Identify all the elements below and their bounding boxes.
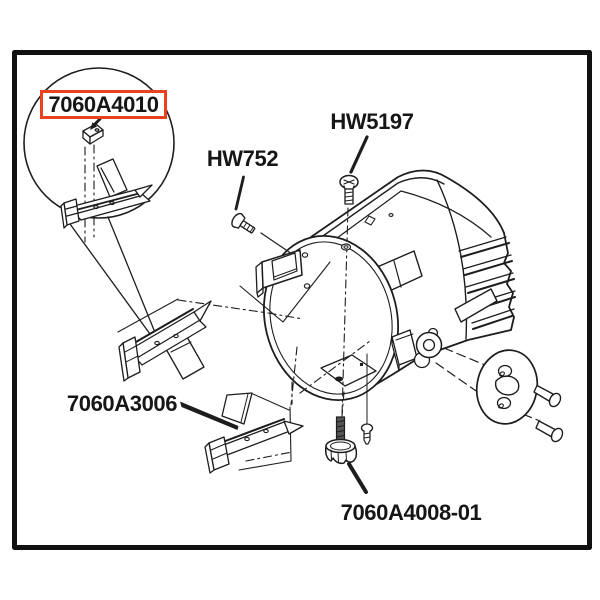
handle-slot-bracket [255,249,311,298]
part-number-text: HW5197 [330,109,414,134]
part-number-text: HW752 [206,146,279,171]
part-number-text: 7060A3006 [66,391,178,416]
part-label-hw5197: HW5197 [322,109,422,135]
pivot-hub [391,327,443,372]
part-label-hw752: HW752 [195,146,290,172]
mount-bracket-leader [180,401,239,430]
side-screw-hw752 [231,175,256,234]
highlight-arrow [90,117,102,130]
detail-assembly-axes [84,144,95,243]
cover-plate [475,349,539,425]
lamp-housing [239,169,516,406]
top-screw-hw5197 [339,135,369,417]
small-screw [360,353,374,445]
part-number-text: 7060A4010 [48,91,159,117]
side-screw-axis [260,232,296,257]
plate-pin-bottom [535,420,564,443]
part-label-7060a3006: 7060A3006 [58,391,186,417]
thumbscrew-knob [325,416,358,465]
detail-bracket-part [60,158,153,229]
part-number-text: 7060A4008-01 [340,500,482,525]
part-label-7060a4008-01: 7060A4008-01 [336,500,486,526]
plate-pin-top [533,384,562,408]
thumbscrew-leader [347,462,368,494]
part-label-highlighted: 7060A4010 [40,90,167,119]
diagram-frame [12,50,592,550]
clip-bracket-assembly [117,298,269,382]
mount-bracket-7060A3006 [204,381,304,474]
